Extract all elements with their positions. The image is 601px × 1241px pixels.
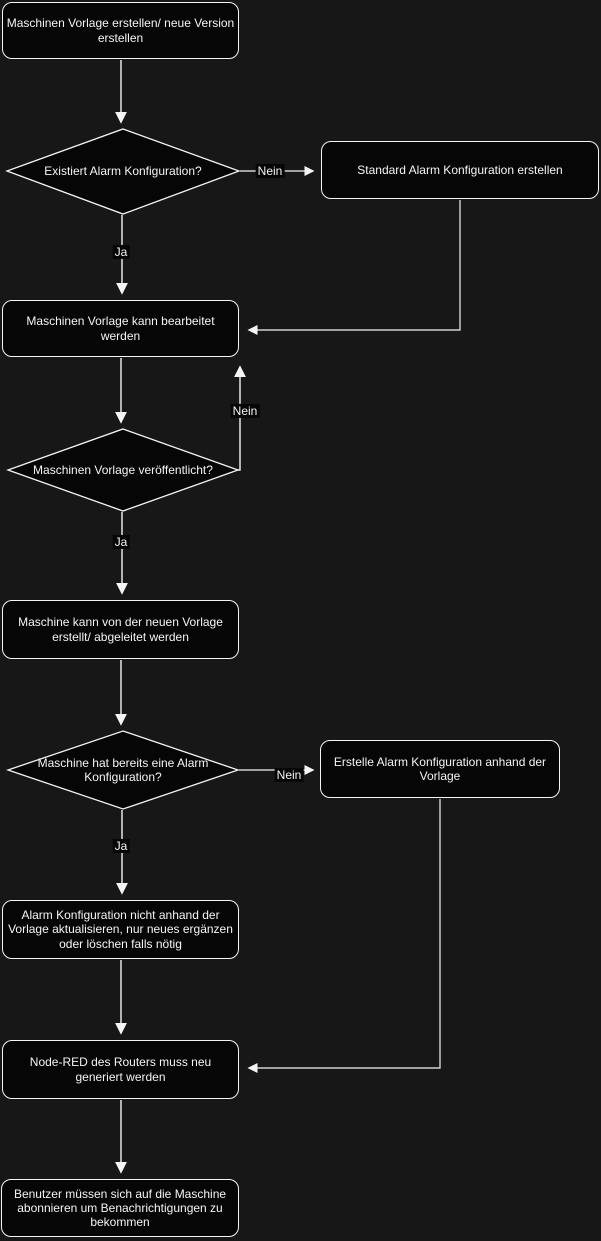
edge-label-nein-machine-has-alarm-config: Nein [274, 767, 304, 783]
node-template-editable: Maschinen Vorlage kann bearbeitet werden [2, 300, 239, 357]
node-update-alarm-config-manually: Alarm Konfiguration nicht anhand der Vor… [2, 900, 239, 959]
node-users-subscribe: Benutzer müssen sich auf die Maschine ab… [1, 1179, 239, 1237]
node-template-published-shape [6, 428, 240, 512]
node-create-template: Maschinen Vorlage erstellen/ neue Versio… [2, 2, 239, 59]
node-create-standard-alarm-config: Standard Alarm Konfiguration erstellen [321, 141, 599, 199]
edge-label-ja-alarm-config-exists: Ja [112, 244, 130, 260]
node-create-alarm-config-from-template: Erstelle Alarm Konfiguration anhand der … [320, 740, 560, 798]
edge-template-published-to-template-editable [234, 365, 246, 471]
node-template-published-label: Maschinen Vorlage veröffentlicht? [33, 462, 213, 477]
edge-create-alarm-config-from-template-to-node-red-regenerate [247, 799, 441, 1074]
node-machine-has-alarm-config-shape [5, 730, 241, 810]
node-machine-from-template: Maschine kann von der neuen Vorlage erst… [2, 600, 239, 659]
node-alarm-config-exists-shape [5, 128, 241, 215]
node-alarm-config-exists-label: Existiert Alarm Konfiguration? [44, 163, 202, 178]
edge-label-nein-alarm-config-exists: Nein [255, 163, 285, 179]
edge-label-nein-template-published: Nein [230, 403, 260, 419]
edge-label-ja-template-published: Ja [112, 534, 130, 550]
node-node-red-regenerate: Node-RED des Routers muss neu generiert … [2, 1040, 239, 1099]
edge-create-standard-alarm-config-to-template-editable [247, 200, 461, 336]
edge-label-ja-machine-has-alarm-config: Ja [112, 838, 130, 854]
node-machine-has-alarm-config-label: Maschine hat bereits eine Alarm Konfigur… [37, 755, 209, 784]
